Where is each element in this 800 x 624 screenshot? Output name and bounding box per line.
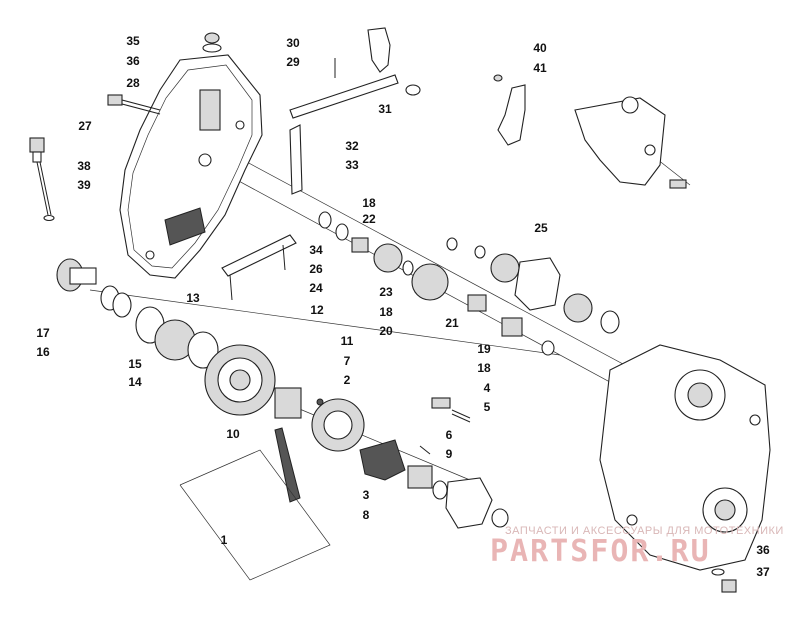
callout-7: 7 [344, 354, 351, 368]
callout-33: 33 [345, 158, 359, 172]
small-pins [316, 398, 431, 455]
callout-24: 24 [309, 281, 323, 295]
callout-21: 21 [445, 316, 459, 330]
callout-18c: 18 [477, 361, 491, 375]
callout-32: 32 [345, 139, 359, 153]
output-gear [311, 398, 365, 452]
callout-6: 6 [446, 428, 453, 442]
callout-3: 3 [363, 488, 370, 502]
callout-28: 28 [126, 76, 140, 90]
callout-38: 38 [77, 159, 91, 173]
upper-shaft-parts [318, 211, 620, 356]
shift-shaft [289, 27, 421, 119]
large-sprocket [204, 344, 276, 416]
callout-40: 40 [533, 41, 547, 55]
assembly-bracket [179, 449, 331, 581]
callout-18b: 18 [379, 305, 393, 319]
callout-11: 11 [341, 334, 354, 348]
watermark-tagline: ЗАПЧАСТИ И АКСЕССУАРЫ ДЛЯ МОТОТЕХНИКИ [505, 525, 784, 537]
callout-23: 23 [379, 285, 393, 299]
fill-cap [202, 32, 222, 53]
bolt [107, 94, 161, 115]
callout-26: 26 [309, 262, 323, 276]
callout-31: 31 [378, 102, 392, 116]
lower-bearing-stack [359, 439, 509, 529]
callout-29: 29 [286, 55, 300, 69]
callout-36b: 36 [756, 543, 770, 557]
chain-case-cover [119, 54, 263, 279]
callout-14: 14 [128, 375, 142, 389]
callout-16: 16 [36, 345, 50, 359]
cover-plate [289, 124, 303, 195]
callout-10: 10 [226, 427, 240, 441]
callout-37: 37 [756, 565, 770, 579]
callout-12: 12 [310, 303, 324, 317]
callout-2: 2 [344, 373, 351, 387]
callout-34: 34 [309, 243, 323, 257]
support-bracket [221, 234, 297, 301]
spline-hub [274, 387, 302, 419]
dipstick [29, 137, 55, 222]
callout-36a: 36 [126, 54, 140, 68]
callout-17: 17 [36, 326, 50, 340]
lever-bracket [574, 96, 687, 189]
drive-chain [274, 427, 301, 503]
callout-39: 39 [77, 178, 91, 192]
callout-35: 35 [126, 34, 140, 48]
callout-20: 20 [379, 324, 393, 338]
detent-pin [431, 397, 471, 423]
drain-plug [711, 568, 737, 593]
callout-41: 41 [533, 61, 547, 75]
callout-19: 19 [477, 342, 491, 356]
callout-30: 30 [286, 36, 300, 50]
callout-9: 9 [446, 447, 453, 461]
chain-case-housing [599, 344, 771, 571]
callout-15: 15 [128, 357, 142, 371]
callout-22: 22 [362, 212, 376, 226]
callout-5: 5 [484, 400, 491, 414]
callout-13: 13 [186, 291, 200, 305]
callout-1: 1 [221, 533, 228, 547]
watermark-brand: PARTSFOR.RU [490, 534, 711, 569]
callout-25: 25 [534, 221, 548, 235]
callout-18a: 18 [362, 196, 376, 210]
input-shaft-stack [56, 258, 219, 369]
callout-27: 27 [78, 119, 92, 133]
callout-8: 8 [363, 508, 370, 522]
callout-4: 4 [484, 381, 491, 395]
shift-lever [493, 74, 526, 146]
